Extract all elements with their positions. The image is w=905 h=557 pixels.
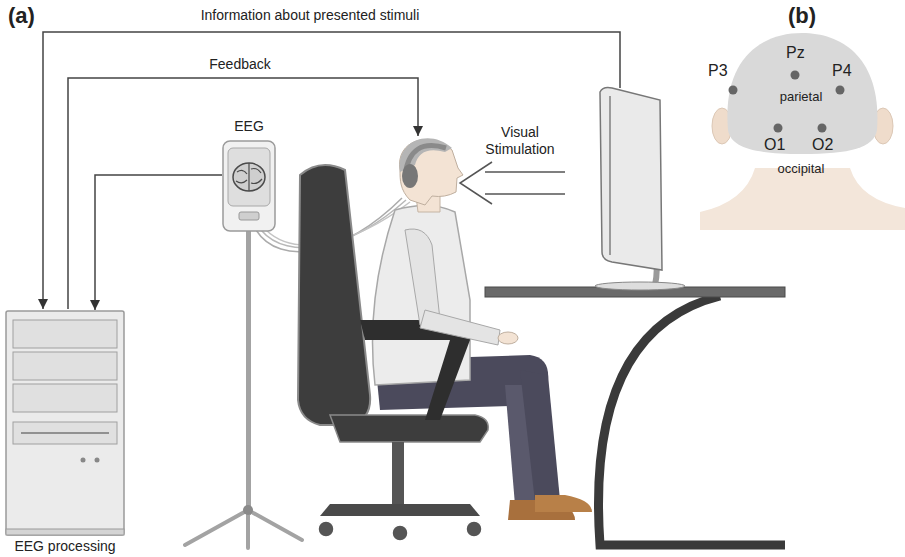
electrode-dot	[836, 86, 845, 95]
electrode-label: O2	[812, 136, 833, 153]
chair-base	[320, 504, 480, 516]
device-case	[223, 141, 275, 231]
chair-column	[392, 442, 404, 504]
electrode-label: P3	[708, 62, 728, 79]
arrow-label: Feedback	[209, 56, 270, 73]
region-label: parietal	[780, 88, 823, 105]
drive-bay	[13, 320, 117, 348]
chair-wheel	[318, 521, 334, 537]
stand-tripod	[185, 510, 302, 548]
panel-letter: (a)	[8, 3, 35, 29]
chair-wheel	[392, 525, 408, 541]
panel-letter: (b)	[788, 3, 816, 29]
stimulus-info-line	[43, 32, 620, 309]
electrode-dot	[791, 71, 800, 80]
computer-base	[6, 529, 124, 535]
device-label: EEG processing	[14, 538, 115, 555]
person-leg	[520, 370, 560, 502]
monitor-base	[595, 282, 685, 290]
power-button	[81, 458, 86, 463]
electrode-dot	[818, 124, 827, 133]
head-dome	[727, 33, 877, 154]
device-label: EEG	[234, 118, 264, 135]
eeg-amplifier: EEG	[222, 140, 276, 232]
computer-tower-outline	[5, 310, 125, 536]
electrode-dot	[774, 124, 783, 133]
chair-back	[298, 165, 370, 425]
chair-seat	[330, 415, 488, 442]
computer-case	[6, 311, 124, 535]
neck-shoulders	[700, 168, 905, 230]
eeg-amplifier-outline	[222, 140, 276, 232]
power-button	[95, 458, 100, 463]
person-arm	[405, 229, 440, 325]
headphone-cup	[402, 164, 418, 188]
person-forearm	[420, 310, 500, 345]
arrow-label: Visual Stimulation	[478, 124, 562, 158]
electrode-label: O1	[764, 136, 785, 153]
person-hand	[498, 332, 518, 344]
arrow-label: Information about presented stimuli	[201, 7, 420, 24]
monitor-edge	[609, 96, 611, 255]
chair-wheel	[466, 521, 482, 537]
computer-tower: EEG processing	[5, 310, 125, 536]
brain-folds	[236, 163, 262, 191]
device-port	[239, 212, 259, 220]
device-screen	[228, 148, 270, 206]
region-label: occipital	[778, 160, 825, 177]
electrode-dot	[729, 86, 738, 95]
drive-bay	[13, 352, 117, 380]
electrode-label: Pz	[786, 44, 805, 61]
desk-leg	[599, 296, 786, 545]
head-back-view: P3 PzP4 parietalO1 O2 occipital	[700, 30, 905, 230]
monitor-screen	[600, 88, 662, 271]
stimulation-arrow	[460, 162, 565, 204]
stand-pole	[246, 230, 251, 515]
drive-bay	[13, 384, 117, 412]
drive-slot	[21, 432, 109, 434]
optical-drive	[13, 422, 117, 444]
person-shoe	[535, 495, 592, 512]
electrode-label: P4	[832, 62, 852, 79]
signal-arrow	[95, 175, 222, 310]
feedback-line	[68, 78, 418, 309]
brain-icon	[233, 163, 265, 191]
stand-joint	[243, 505, 253, 515]
